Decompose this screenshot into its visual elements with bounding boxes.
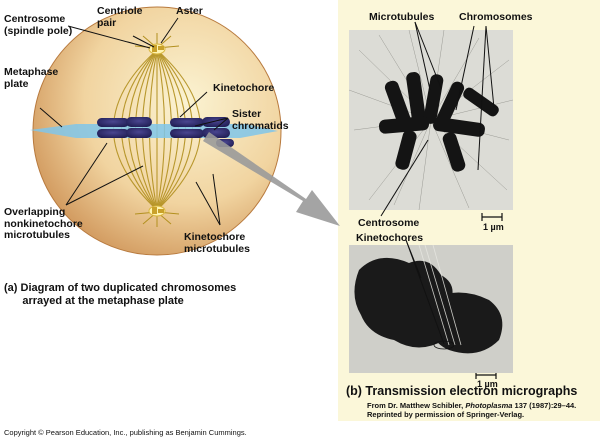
label-overlapping-microtubules: Overlapping nonkinetochore microtubules [4, 206, 83, 241]
caption-b: (b) Transmission electron micrographs [346, 384, 578, 398]
centrosome-bottom [148, 205, 166, 217]
label-centrosome-em: Centrosome [358, 217, 420, 229]
label-centrosome: Centrosome (spindle pole) [4, 13, 73, 37]
label-sister-chromatids: Sister chromatids [232, 108, 289, 132]
label-aster: Aster [176, 5, 203, 17]
label-microtubules: Microtubules [369, 11, 435, 23]
label-metaphase-plate: Metaphase plate [4, 66, 59, 90]
micrograph-top [349, 30, 513, 210]
big-arrow [203, 132, 340, 226]
chromosome-right [170, 117, 234, 147]
scale-label-top: 1 µm [483, 222, 504, 232]
pointer-lines-a [39, 17, 229, 226]
label-kinetochore-microtubules: Kinetochore microtubules [184, 231, 250, 255]
micrograph-bottom [349, 245, 513, 373]
photo-credit: From Dr. Matthew Schibler, Photoplasma 1… [367, 401, 577, 419]
label-kinetochore: Kinetochore [213, 82, 275, 94]
label-chromosomes: Chromosomes [459, 11, 533, 23]
scale-bar-top [481, 213, 503, 221]
chromosome-left [97, 117, 152, 138]
scale-label-bottom: 1 µm [477, 379, 498, 389]
label-centriole-pair: Centriole pair [97, 5, 143, 29]
caption-a: (a) Diagram of two duplicated chromosome… [4, 282, 237, 307]
label-kinetochores: Kinetochores [356, 232, 424, 244]
copyright: Copyright © Pearson Education, Inc., pub… [4, 428, 247, 437]
